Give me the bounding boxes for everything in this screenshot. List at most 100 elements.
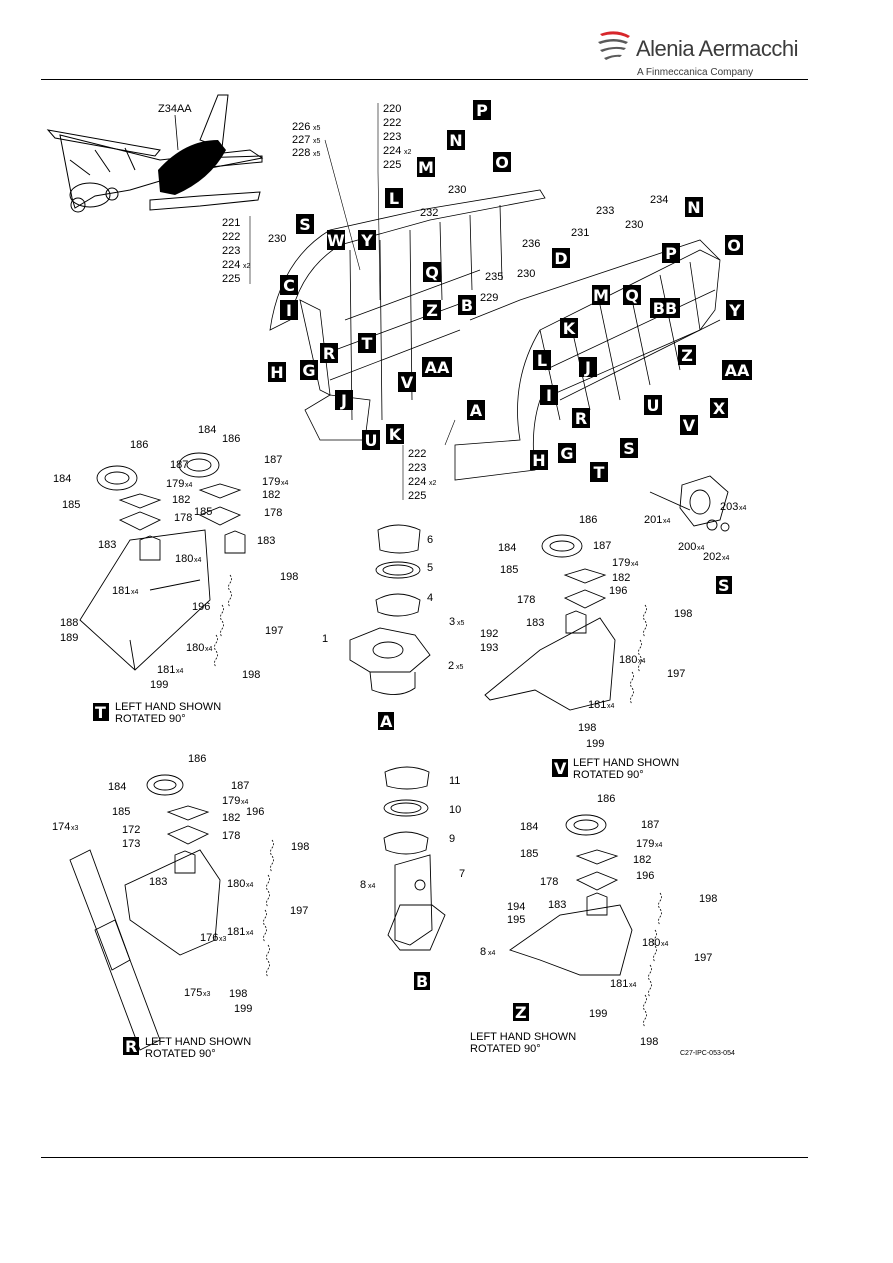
svg-text:180: 180 xyxy=(227,878,245,890)
view-tag-left-0: P xyxy=(473,100,491,120)
view-tag-box xyxy=(644,395,662,415)
svg-text:x4: x4 xyxy=(205,646,213,653)
svg-text:183: 183 xyxy=(98,539,116,551)
callout-group-3: 221 222 223 224 x2 225 xyxy=(222,216,251,285)
svg-text:185: 185 xyxy=(62,499,80,511)
svg-text:185: 185 xyxy=(194,506,212,518)
svg-text:196: 196 xyxy=(636,870,654,882)
view-tag-letter: L xyxy=(389,189,399,208)
view-tag-box xyxy=(398,372,416,392)
svg-text:198: 198 xyxy=(578,722,596,734)
view-tag-box xyxy=(552,248,570,268)
svg-text:178: 178 xyxy=(264,507,282,519)
callout-number: 225 xyxy=(408,490,426,502)
svg-text:197: 197 xyxy=(667,668,685,680)
svg-text:176: 176 xyxy=(200,932,218,944)
view-tag-left-11: H xyxy=(268,362,286,382)
view-tag-letter: BB xyxy=(653,299,677,318)
view-tag-box xyxy=(335,390,353,410)
svg-text:x4: x4 xyxy=(488,950,496,957)
svg-text:193: 193 xyxy=(480,642,498,654)
view-tag-right-1: O xyxy=(725,235,743,255)
svg-text:198: 198 xyxy=(699,893,717,905)
svg-text:199: 199 xyxy=(150,679,168,691)
view-tag-letter: P xyxy=(476,101,488,120)
view-tag-box xyxy=(280,300,298,320)
view-tag-right-16: R xyxy=(572,408,590,428)
view-tag-letter: Y xyxy=(360,231,373,250)
svg-text:187: 187 xyxy=(264,454,282,466)
detail-R xyxy=(69,774,274,1051)
svg-text:x4: x4 xyxy=(629,982,637,989)
svg-text:1: 1 xyxy=(322,633,328,645)
svg-text:2: 2 xyxy=(448,660,454,672)
view-tag-box xyxy=(320,343,338,363)
view-tag-right-20: S xyxy=(620,438,638,458)
svg-text:x4: x4 xyxy=(176,668,184,675)
view-tag-right-14: I xyxy=(540,385,558,405)
svg-text:173: 173 xyxy=(122,838,140,850)
view-tag-letter: J xyxy=(340,391,347,410)
svg-text:x4: x4 xyxy=(131,589,139,596)
brand-tagline: A Finmeccanica Company xyxy=(637,67,754,78)
view-tag-box xyxy=(623,285,641,305)
view-tag-right-23: X xyxy=(710,398,728,418)
view-tag-box xyxy=(386,424,404,444)
svg-text:198: 198 xyxy=(291,841,309,853)
view-tag-letter: C xyxy=(283,276,295,295)
svg-text:x3: x3 xyxy=(71,825,79,832)
svg-text:x4: x4 xyxy=(368,883,376,890)
svg-text:181: 181 xyxy=(227,926,245,938)
view-tag-right-7: Y xyxy=(726,300,744,320)
view-tag-letter: R xyxy=(323,344,335,363)
callout-number: 223 xyxy=(383,131,401,143)
svg-text:195: 195 xyxy=(507,914,525,926)
view-tag-right-5: Q xyxy=(623,285,641,305)
detail-A xyxy=(349,524,431,695)
view-tag-letter: AA xyxy=(425,358,450,377)
view-tag-right-22: V xyxy=(680,415,698,435)
view-tag-left-20: K xyxy=(386,424,404,444)
view-tag-left-6: W xyxy=(327,230,345,250)
aircraft-overview xyxy=(46,94,264,213)
svg-text:181: 181 xyxy=(157,664,175,676)
view-tag-left-3: M xyxy=(417,157,435,177)
svg-text:x5: x5 xyxy=(457,620,465,627)
view-tag-box xyxy=(280,275,298,295)
svg-text:S: S xyxy=(718,576,730,595)
callout-number: 231 xyxy=(571,227,589,239)
view-tag-box xyxy=(358,333,376,353)
svg-text:x4: x4 xyxy=(607,703,615,710)
view-tag-box xyxy=(358,230,376,250)
quantity-suffix: x2 xyxy=(243,263,251,270)
view-tag-letter: O xyxy=(495,153,509,172)
svg-text:x4: x4 xyxy=(281,480,289,487)
svg-text:V: V xyxy=(554,759,567,778)
svg-text:187: 187 xyxy=(231,780,249,792)
detail-S xyxy=(649,475,730,532)
view-tag-letter: V xyxy=(683,416,696,435)
view-tag-letter: G xyxy=(302,361,315,380)
view-tag-letter: Z xyxy=(426,301,438,320)
view-tag-right-8: B xyxy=(458,295,476,315)
svg-text:B: B xyxy=(416,972,428,991)
view-tag-letter: Q xyxy=(425,263,439,282)
zone-label: Z34AA xyxy=(158,103,192,115)
view-tag-left-14: T xyxy=(358,333,376,353)
callout-number: 224 xyxy=(383,145,401,157)
view-tag-left-2: O xyxy=(493,152,511,172)
view-tag-left-8: C xyxy=(280,275,298,295)
svg-text:T: T xyxy=(95,703,106,722)
footer-rule xyxy=(41,1157,808,1158)
svg-text:184: 184 xyxy=(198,424,216,436)
svg-text:182: 182 xyxy=(633,854,651,866)
callout-number: 222 xyxy=(408,448,426,460)
view-tag-letter: L xyxy=(537,351,547,370)
callout-number: 230 xyxy=(517,268,535,280)
svg-text:7: 7 xyxy=(459,868,465,880)
svg-text:10: 10 xyxy=(449,804,461,816)
svg-text:186: 186 xyxy=(130,439,148,451)
view-tag-left-15: Z xyxy=(423,300,441,320)
svg-text:x4: x4 xyxy=(638,658,646,665)
